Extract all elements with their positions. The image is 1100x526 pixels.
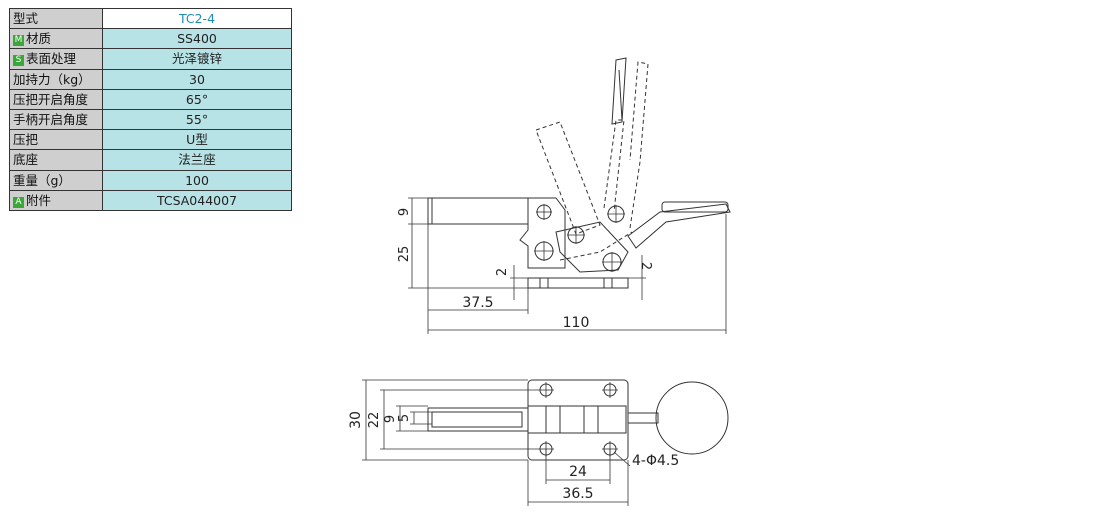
- handle-closed: [627, 203, 731, 249]
- handle-open-dashed: [629, 61, 649, 229]
- linkage-top: [527, 405, 627, 434]
- handle-shaft: [627, 412, 659, 424]
- handle-open-grip-edge: [618, 69, 623, 121]
- clamp-body: [519, 197, 566, 269]
- spec-row-base: 底座 法兰座: [9, 149, 292, 171]
- spec-key-text: 表面处理: [26, 51, 77, 67]
- spec-key: 加持力（kg）: [9, 68, 103, 90]
- spec-key-text: 型式: [13, 11, 39, 27]
- material-tag-icon: M: [13, 35, 24, 47]
- dim-label: 9: [383, 415, 398, 423]
- spec-row-bar: 压把 U型: [9, 129, 292, 151]
- spec-key-text: 重量（g）: [13, 172, 71, 188]
- top-dimensions: [362, 379, 631, 506]
- pivot-centerlines: [534, 204, 625, 272]
- spec-key: 压把: [9, 129, 103, 151]
- spec-value: SS400: [102, 28, 292, 50]
- spec-key-text: 材质: [26, 31, 52, 47]
- arm-top: [427, 407, 529, 432]
- dim-label: 2: [495, 268, 510, 276]
- dim-label: 37.5: [462, 295, 493, 311]
- spec-row-handle-angle: 手柄开启角度 55°: [9, 108, 292, 131]
- hole-centerlines: [538, 382, 618, 457]
- clamp-base: [527, 277, 629, 289]
- spec-value: TC2-4: [102, 7, 292, 30]
- dim-label: 24: [569, 464, 587, 480]
- arm-open-dashed: [535, 121, 601, 235]
- spec-key-text: 压把开启角度: [13, 91, 89, 107]
- spec-value: 100: [102, 169, 292, 191]
- handle-knob: [655, 381, 729, 455]
- dim-label: 30: [348, 411, 364, 429]
- spec-key: 型式: [9, 7, 103, 30]
- top-view: 30 22 9 5 24 36.5 4-Φ4.5: [348, 379, 729, 506]
- base-flange: [527, 379, 629, 461]
- side-dimensions: [408, 197, 727, 334]
- arm-slot: [431, 411, 523, 428]
- spec-value: TCSA044007: [102, 189, 292, 211]
- dim-label: 5: [397, 414, 412, 422]
- spec-key-text: 底座: [13, 152, 39, 168]
- spec-value: U型: [102, 129, 292, 151]
- dim-label: 25: [397, 246, 412, 263]
- spec-row-weight: 重量（g） 100: [9, 169, 292, 191]
- spec-key: 压把开启角度: [9, 88, 103, 110]
- dim-label: 9: [397, 208, 412, 216]
- clamp-arm: [427, 197, 529, 225]
- handle-open-grip: [611, 57, 627, 125]
- handle-grip: [661, 201, 729, 213]
- dim-label: 36.5: [562, 486, 593, 502]
- spec-key-text: 附件: [26, 192, 52, 208]
- spec-key: 手柄开启角度: [9, 108, 103, 131]
- spec-value: 光泽镀锌: [102, 48, 292, 70]
- spec-key: 底座: [9, 149, 103, 171]
- dim-label: 110: [563, 315, 590, 331]
- open-position: [535, 61, 649, 261]
- handle-open-dashed: [603, 119, 625, 213]
- accessory-tag-icon: A: [13, 196, 24, 208]
- dim-label: 22: [367, 412, 382, 429]
- spec-value: 55°: [102, 108, 292, 131]
- spec-key-text: 加持力（kg）: [13, 71, 91, 87]
- surface-tag-icon: S: [13, 55, 24, 67]
- spec-key: 重量（g）: [9, 169, 103, 191]
- spec-value: 65°: [102, 88, 292, 110]
- spec-key-text: 手柄开启角度: [13, 112, 89, 128]
- link-open-dashed: [559, 231, 633, 261]
- spec-value: 法兰座: [102, 149, 292, 171]
- spec-value: 30: [102, 68, 292, 90]
- spec-row-model: 型式 TC2-4: [9, 7, 292, 30]
- hole-note: 4-Φ4.5: [632, 453, 679, 469]
- spec-row-force: 加持力（kg） 30: [9, 68, 292, 90]
- side-view: 9 25 2 2 37.5 110: [397, 57, 731, 334]
- spec-key-text: 压把: [13, 132, 39, 148]
- linkage-plate: [555, 221, 629, 273]
- spec-row-bar-angle: 压把开启角度 65°: [9, 88, 292, 110]
- dim-label: 2: [638, 262, 653, 270]
